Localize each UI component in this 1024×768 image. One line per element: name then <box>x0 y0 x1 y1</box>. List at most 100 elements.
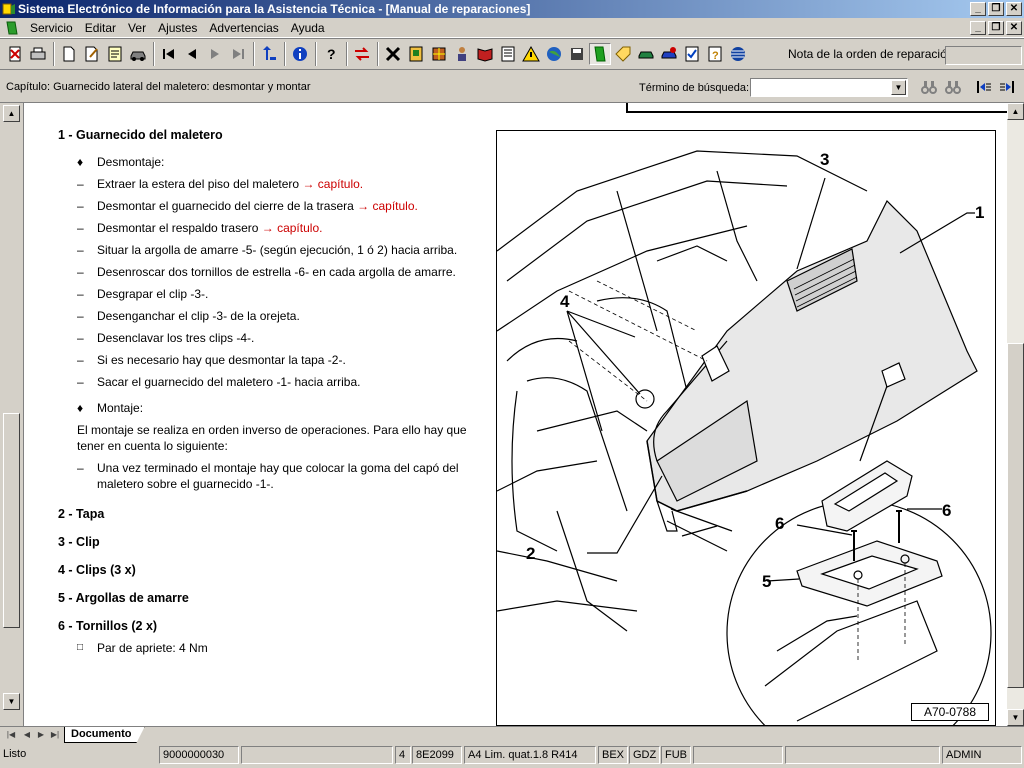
document-help-button[interactable]: ? <box>704 43 726 65</box>
doc-restore-button[interactable]: ❐ <box>988 21 1004 35</box>
status-cell-empty-1 <box>241 746 393 764</box>
procedure-step: –Desenroscar dos tornillos de estrella -… <box>30 264 490 280</box>
toolbar: ? ? <box>0 38 1024 70</box>
figure-code: A70-0788 <box>910 703 989 721</box>
previous-page-button[interactable] <box>181 43 203 65</box>
section-1-heading: 1 - Guarnecido del maletero <box>58 128 223 142</box>
left-scrollbar[interactable]: ▲ ▼ <box>0 103 24 726</box>
tab-next-button[interactable]: ▶ <box>34 728 48 742</box>
left-scroll-thumb[interactable] <box>3 413 20 628</box>
history-back-button[interactable] <box>973 76 995 98</box>
dash-bullet: – <box>77 331 84 345</box>
new-button[interactable] <box>58 43 80 65</box>
nota-field[interactable] <box>945 46 1022 65</box>
edit-button[interactable] <box>81 43 103 65</box>
square-bullet-icon: □ <box>77 642 84 653</box>
people-button[interactable] <box>451 43 473 65</box>
book-button[interactable] <box>474 43 496 65</box>
status-model: A4 Lim. quat.1.8 R414 <box>464 746 596 764</box>
info-button[interactable] <box>289 43 311 65</box>
minimize-button[interactable]: _ <box>970 2 986 16</box>
callout-2: 2 <box>526 544 535 563</box>
doc-minimize-button[interactable]: _ <box>970 21 986 35</box>
tools-icon <box>385 46 401 62</box>
status-code: 8E2099 <box>412 746 462 764</box>
callout-1: 1 <box>975 203 984 222</box>
close-button[interactable]: ✕ <box>1006 2 1022 16</box>
callout-3: 3 <box>820 150 829 169</box>
menu-ayuda[interactable]: Ayuda <box>290 20 325 35</box>
chapter-link[interactable]: → capítulo. <box>302 177 364 191</box>
tag-button[interactable] <box>612 43 634 65</box>
search-back-button[interactable] <box>918 76 940 98</box>
menu-ajustes[interactable]: Ajustes <box>158 20 198 35</box>
tab-prev-button[interactable]: ◀ <box>20 728 34 742</box>
checklist-icon <box>685 46 699 62</box>
search-dropdown-button[interactable]: ▼ <box>891 80 906 95</box>
section-4-heading: 4 - Clips (3 x) <box>58 563 136 577</box>
notes-button[interactable] <box>104 43 126 65</box>
manual-icon <box>594 46 606 62</box>
first-page-button[interactable] <box>158 43 180 65</box>
skip-first-icon <box>163 49 174 59</box>
right-scrollbar[interactable]: ▲ ▼ <box>1007 103 1024 726</box>
prev-tab-icon: ◀ <box>23 730 31 739</box>
callout-5: 5 <box>762 572 771 591</box>
chapter-title: Capítulo: Guarnecido lateral del maleter… <box>6 81 311 93</box>
up-level-button[interactable] <box>258 43 280 65</box>
car-icon <box>130 51 146 61</box>
doc-close-button[interactable]: ✕ <box>1006 21 1022 35</box>
search-forward-button[interactable] <box>942 76 964 98</box>
next-icon <box>211 49 219 59</box>
menu-servicio[interactable]: Servicio <box>30 20 73 35</box>
desmontaje-heading: ♦Desmontaje: <box>77 155 165 169</box>
language-button[interactable] <box>727 43 749 65</box>
tab-last-button[interactable]: ▶| <box>48 728 62 742</box>
book-icon <box>477 48 493 62</box>
list-button[interactable] <box>497 43 519 65</box>
search-input[interactable] <box>750 78 908 97</box>
car-button[interactable] <box>127 43 149 65</box>
dash-bullet: – <box>77 221 84 235</box>
procedure-step: –Desmontar el guarnecido del cierre de l… <box>30 198 490 214</box>
left-scroll-down-button[interactable]: ▼ <box>3 693 20 710</box>
callout-4: 4 <box>560 292 570 311</box>
last-page-button[interactable] <box>227 43 249 65</box>
manual-button[interactable] <box>589 43 611 65</box>
menu-ver[interactable]: Ver <box>128 20 147 35</box>
maximize-button[interactable]: ❐ <box>988 2 1004 16</box>
chapter-link[interactable]: → capítulo. <box>357 199 418 213</box>
print-button[interactable] <box>27 43 49 65</box>
checklist-button[interactable] <box>681 43 703 65</box>
exploded-view-figure: 1 2 3 4 5 6 6 A70-0788 <box>496 130 996 766</box>
warning-button[interactable] <box>520 43 542 65</box>
help-button[interactable]: ? <box>320 43 342 65</box>
tools-button[interactable] <box>382 43 404 65</box>
montaje-heading: ♦Montaje: <box>77 401 144 415</box>
tab-documento[interactable]: Documento <box>64 727 145 743</box>
next-page-button[interactable] <box>204 43 226 65</box>
document-help-icon: ? <box>708 46 722 62</box>
menu-advertencias[interactable]: Advertencias <box>209 20 279 35</box>
chapter-link[interactable]: → capítulo. <box>261 221 323 235</box>
switch-button[interactable] <box>351 43 373 65</box>
step-text: Sacar el guarnecido del maletero -1- hac… <box>97 375 361 389</box>
vehicle-button[interactable] <box>635 43 657 65</box>
right-scroll-up-button[interactable]: ▲ <box>1007 103 1024 120</box>
left-scroll-up-button[interactable]: ▲ <box>3 105 20 122</box>
service-vehicle-button[interactable] <box>658 43 680 65</box>
menu-editar[interactable]: Editar <box>84 20 117 35</box>
chevron-down-icon: ▼ <box>894 83 903 92</box>
history-forward-button[interactable] <box>996 76 1018 98</box>
right-scroll-thumb[interactable] <box>1007 343 1024 688</box>
document-icon <box>6 21 18 34</box>
diagnosis-button[interactable] <box>405 43 427 65</box>
section-2-heading: 2 - Tapa <box>58 507 105 521</box>
printer-icon <box>30 47 46 60</box>
right-scroll-down-button[interactable]: ▼ <box>1007 709 1024 726</box>
electrical-button[interactable] <box>428 43 450 65</box>
tab-first-button[interactable]: |◀ <box>4 728 18 742</box>
exit-button[interactable] <box>4 43 26 65</box>
storage-button[interactable] <box>566 43 588 65</box>
globe-button[interactable] <box>543 43 565 65</box>
